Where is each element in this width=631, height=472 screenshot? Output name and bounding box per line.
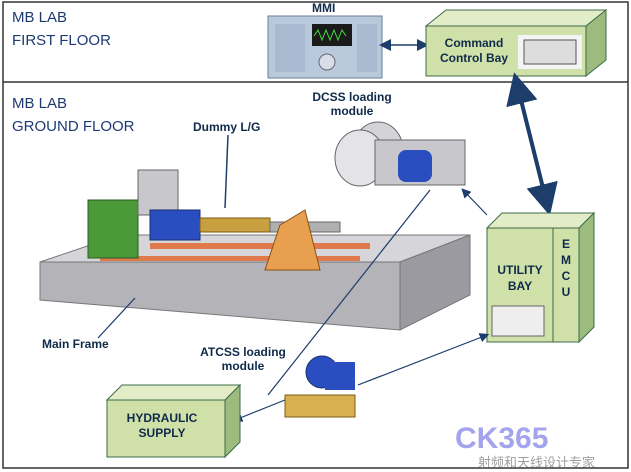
first-floor-label-1: MB LAB <box>12 9 67 26</box>
atcss-label-2: module <box>222 359 265 373</box>
emcu-u: U <box>562 285 571 299</box>
watermark-logo: CK365 <box>455 422 548 455</box>
hydraulic-label-2: SUPPLY <box>139 426 186 440</box>
atcss-utility-link <box>357 333 490 386</box>
ground-floor-label-2: GROUND FLOOR <box>12 118 135 135</box>
utility-label-2: BAY <box>508 279 532 293</box>
ground-floor-label-1: MB LAB <box>12 95 67 112</box>
ccb-label-1: Command <box>445 36 504 50</box>
dummy-lg-label: Dummy L/G <box>193 120 260 134</box>
emcu-m: M <box>561 253 571 267</box>
watermark-subtext: 射频和天线设计专家 <box>478 455 595 471</box>
command-control-bay-box <box>424 8 608 78</box>
utility-bay-box <box>485 211 596 344</box>
dcss-module <box>334 121 466 187</box>
emcu-e: E <box>562 237 570 251</box>
main-frame <box>39 234 471 331</box>
main-frame-label: Main Frame <box>42 337 109 351</box>
ccb-label-2: Control Bay <box>440 51 508 65</box>
utility-label-1: UTILITY <box>497 263 542 277</box>
atcss-label-1: ATCSS loading <box>200 345 286 359</box>
hydraulic-atcss-link <box>232 399 286 422</box>
dummy-lg-pointer <box>224 134 229 209</box>
atcss-module <box>284 355 356 418</box>
dcss-label-2: module <box>331 104 374 118</box>
dcss-atcss-link <box>267 189 431 396</box>
mmi-screen <box>267 15 383 79</box>
test-rig-machinery <box>87 169 341 271</box>
ccb-utility-link <box>506 72 558 216</box>
hydraulic-label-1: HYDRAULIC <box>127 411 198 425</box>
emcu-c: C <box>562 269 571 283</box>
dcss-utility-link <box>461 188 488 216</box>
first-floor-label-2: FIRST FLOOR <box>12 32 111 49</box>
mmi-label: MMI <box>312 1 335 15</box>
dcss-label-1: DCSS loading <box>312 90 391 104</box>
hydraulic-supply-box <box>105 383 242 459</box>
main-frame-pointer <box>97 297 136 339</box>
